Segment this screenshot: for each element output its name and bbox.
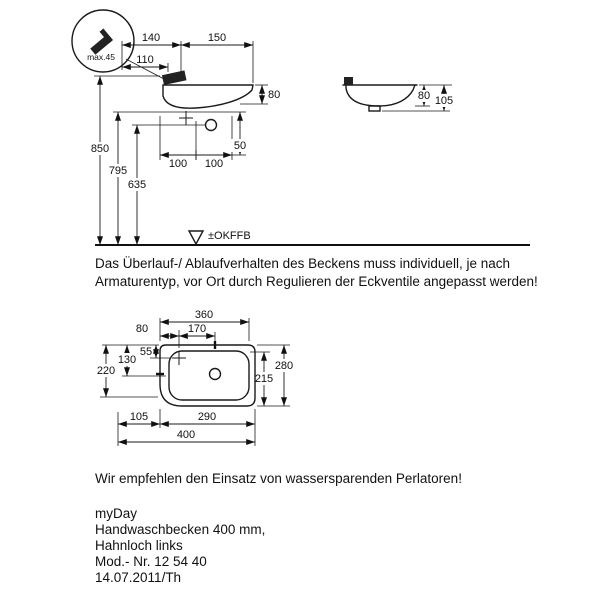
aerator-note: Wir empfehlen den Einsatz von wasserspar… bbox=[95, 471, 462, 486]
detail-callout-circle bbox=[71, 9, 135, 73]
dim-label-105-plan: 105 bbox=[130, 411, 148, 423]
dim-label-360: 360 bbox=[195, 309, 213, 321]
dim-label-280: 280 bbox=[275, 360, 293, 372]
technical-drawing: 140 150 110 80 50 100 100 850 795 635 ±O… bbox=[71, 9, 530, 446]
dim-label-130: 130 bbox=[118, 354, 136, 366]
dim-label-50: 50 bbox=[234, 140, 246, 152]
floor-level-triangle bbox=[187, 230, 205, 246]
dim-label-100-right: 100 bbox=[205, 158, 223, 170]
floor-level-label: ±OKFFB bbox=[208, 230, 251, 242]
dim-label-170: 170 bbox=[188, 323, 206, 335]
dim-label-220: 220 bbox=[97, 365, 115, 377]
drain-stub-side bbox=[368, 105, 381, 112]
dim-label-150: 150 bbox=[208, 32, 226, 44]
side-extension-lines bbox=[382, 84, 452, 112]
dim-label-400: 400 bbox=[177, 429, 195, 441]
bowl-outline-plan bbox=[168, 350, 250, 401]
overflow-note: Das Überlauf-/ Ablaufverhalten des Becke… bbox=[95, 255, 538, 291]
plan-extension-lines bbox=[100, 318, 290, 446]
faucet-side bbox=[344, 77, 353, 85]
overflow-note-line2: Armaturentyp, vor Ort durch Regulieren d… bbox=[95, 274, 538, 289]
tap-hole-cross bbox=[172, 351, 186, 365]
basin-outline-side bbox=[345, 84, 416, 107]
product-variant: Hahnloch links bbox=[95, 538, 183, 553]
dim-label-100-left: 100 bbox=[169, 158, 187, 170]
dim-label-80-front: 80 bbox=[268, 89, 280, 101]
plan-view: 360 80 170 55 130 220 215 280 105 290 40… bbox=[92, 309, 298, 446]
side-dimension-labels: 80 105 bbox=[418, 90, 453, 107]
dim-label-290: 290 bbox=[198, 411, 216, 423]
fixing-hole-cross bbox=[179, 111, 193, 125]
dim-label-80-side: 80 bbox=[418, 90, 430, 102]
overflow-note-line1: Das Überlauf-/ Ablaufverhalten des Becke… bbox=[95, 256, 510, 271]
side-view: 80 105 bbox=[342, 77, 457, 112]
plan-dimension-labels: 360 80 170 55 130 220 215 280 105 290 40… bbox=[97, 309, 293, 441]
detail-angle-label: max.45 bbox=[87, 52, 115, 62]
dim-label-215: 215 bbox=[255, 373, 273, 385]
drain-hole-front bbox=[204, 118, 218, 132]
basin-outline-plan bbox=[159, 344, 256, 407]
dim-label-635: 635 bbox=[128, 179, 146, 191]
faucet-detail-icon bbox=[90, 28, 113, 55]
dim-label-110: 110 bbox=[136, 54, 154, 66]
drain-hole-plan bbox=[208, 367, 222, 381]
product-date: 14.07.2011/Th bbox=[95, 570, 182, 585]
dim-label-80-plan: 80 bbox=[136, 323, 148, 335]
front-dimension-labels: 140 150 110 80 50 100 100 850 795 635 ±O… bbox=[87, 32, 280, 242]
product-type: Handwaschbecken 400 mm, bbox=[95, 522, 266, 537]
dim-label-55: 55 bbox=[140, 346, 152, 358]
dim-label-850: 850 bbox=[91, 143, 109, 155]
product-series: myDay bbox=[95, 506, 138, 521]
product-info: myDay Handwaschbecken 400 mm, Hahnloch l… bbox=[95, 506, 265, 586]
dim-label-140: 140 bbox=[142, 32, 160, 44]
dim-label-105-side: 105 bbox=[435, 95, 453, 107]
basin-outline-front bbox=[162, 84, 254, 109]
front-view: 140 150 110 80 50 100 100 850 795 635 ±O… bbox=[71, 9, 530, 246]
dim-label-795: 795 bbox=[109, 165, 127, 177]
faucet-front bbox=[161, 70, 187, 85]
product-model-number: Mod.- Nr. 12 54 40 bbox=[95, 554, 207, 569]
